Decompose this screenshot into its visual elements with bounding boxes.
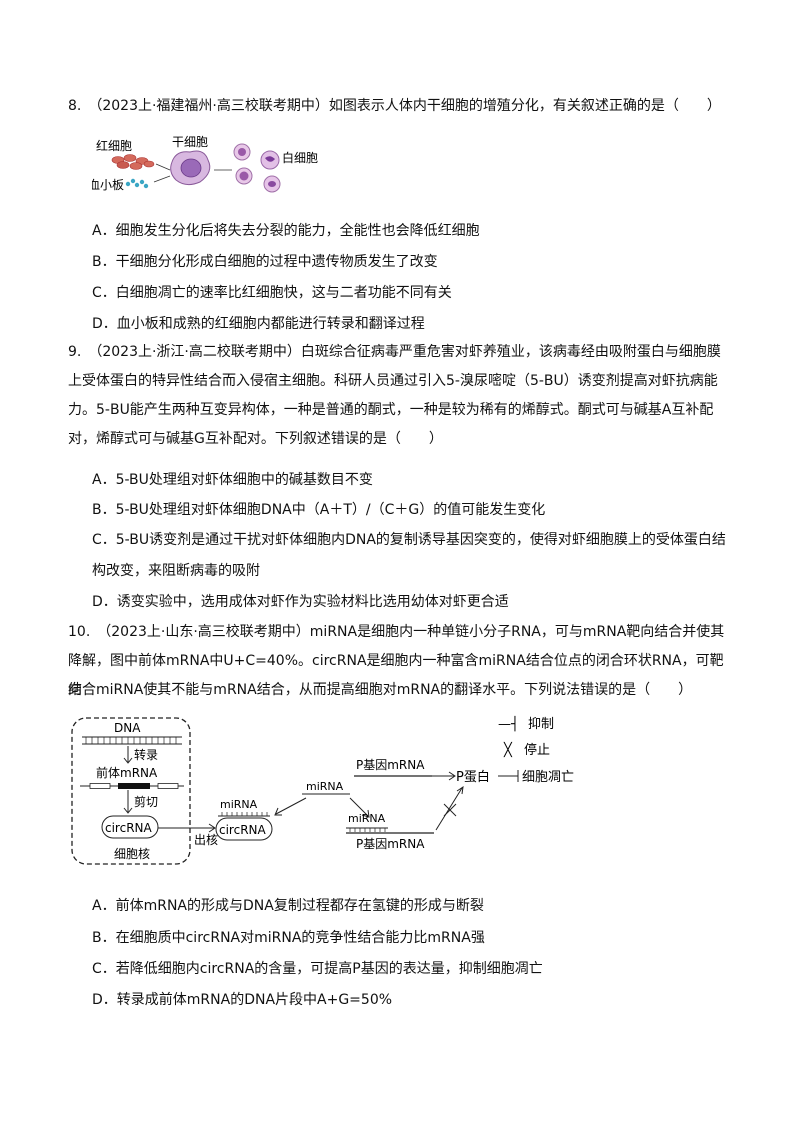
dna-label: DNA [114,721,141,735]
q8-option-a: A．细胞发生分化后将失去分裂的能力，全能性也会降低红细胞 [92,223,480,239]
q9-stem-line-3: 力。5-BU能产生两种互变异构体，一种是普通的酮式，一种是较为稀有的烯醇式。酮式… [68,402,714,418]
apoptosis-label: 细胞凋亡 [522,770,574,785]
nucleus-boundary [71,717,191,865]
q9-stem-line-2: 上受体蛋白的特异性结合而入侵宿主细胞。科研人员通过引入5-溴尿嘧啶（5-BU）诱… [68,373,718,389]
circrna-cytoplasm-shape [215,817,273,841]
legend-stop-label: 停止 [524,742,550,758]
legend-stop-symbol: ╳ [503,741,513,758]
arrow-mirna-to-circrna-icon [274,797,307,816]
nucleus-label: 细胞核 [114,847,150,861]
arrow-mirna-to-mrna-icon [349,797,370,818]
legend-inhibit-label: 抑制 [528,717,554,732]
p-mrna-free-label: P基因mRNA [356,758,425,772]
q9-option-d: D．诱变实验中，选用成体对虾作为实验材料比选用幼体对虾更合适 [92,594,509,610]
transcription-arrow-icon [123,746,133,764]
q8-option-d: D．血小板和成熟的红细胞内都能进行转录和翻译过程 [92,316,425,332]
mirna-free-label: miRNA [306,780,344,793]
circrna-nuclear-label: circRNA [105,821,153,835]
export-label: 出核 [194,833,218,847]
splice-label: 剪切 [134,794,158,809]
white-cell-cluster-icon [233,143,281,193]
q8-stem-cell-figure: 红细胞 血小板 干细胞 白细胞 [92,135,318,193]
white-cell-label: 白细胞 [282,150,318,165]
dna-double-strand-icon [82,736,182,745]
transcription-label: 转录 [134,747,158,762]
arrow-to-p-protein-icon [432,771,456,781]
stem-cell-icon [170,150,211,186]
circrna-nuclear-shape [101,815,159,839]
q10-option-a: A．前体mRNA的形成与DNA复制过程都存在氢键的形成与断裂 [92,898,484,914]
inhibit-apoptosis-icon [498,770,519,782]
q9-option-c-line-2: 构改变，来阻断病毒的吸附 [92,563,260,579]
pre-mrna-label: 前体mRNA [96,765,158,780]
q10-option-d: D．转录成前体mRNA的DNA片段中A+G=50% [92,992,393,1008]
q10-option-c: C．若降低细胞内circRNA的含量，可提高P基因的表达量，抑制细胞凋亡 [92,961,543,977]
arrow-to-platelet-icon [153,175,171,183]
circrna-cytoplasm-label: circRNA [219,823,267,837]
q9-option-b: B．5-BU处理组对虾体细胞DNA中（A＋T）/（C＋G）的值可能发生变化 [92,502,546,518]
pre-mrna-strand-icon [80,783,184,789]
platelet-label: 血小板 [92,178,124,192]
arrow-to-red-icon [155,163,171,171]
q8-option-b: B．干细胞分化形成白细胞的过程中遗传物质发生了改变 [92,254,438,270]
stop-cross-icon [443,803,457,817]
p-mrna-blocked-label: P基因mRNA [356,837,425,851]
mirna-bound-strand-icon [218,812,270,817]
q10-stem-line-3: 结合miRNA使其不能与mRNA结合，从而提高细胞对mRNA的翻译水平。下列说法… [68,682,693,698]
platelet-cluster-icon [125,178,149,189]
q10-mirna-diagram: DNA 转录 前体mRNA 剪切 circRNA 细胞核 出核 miRNA ci… [71,715,574,865]
q9-stem-line-1: 9. （2023上·浙江·高二校联考期中）白斑综合征病毒严重危害对虾养殖业，该病… [68,344,721,360]
legend-inhibit-symbol: —┤ [498,715,519,732]
q8-stem: 8. （2023上·福建福州·高三校联考期中）如图表示人体内干细胞的增殖分化，有… [68,98,721,114]
q9-stem-line-4: 对，烯醇式可与碱基G互补配对。下列叙述错误的是（ ） [68,431,443,447]
q10-option-b: B．在细胞质中circRNA对miRNA的竞争性结合能力比mRNA强 [92,930,485,946]
q9-option-a: A．5-BU处理组对虾体细胞中的碱基数目不变 [92,472,373,488]
p-protein-label: P蛋白 [456,769,490,785]
blocked-translation-arrow-icon [435,785,464,831]
red-cell-label: 红细胞 [96,138,132,153]
mirna-bound-label: miRNA [220,798,258,811]
q8-option-c: C．白细胞凋亡的速率比红细胞快，这与二者功能不同有关 [92,285,452,301]
mirna-blocked-label: miRNA [348,812,386,825]
q9-option-c-line-1: C．5-BU诱变剂是通过干扰对虾体细胞内DNA的复制诱导基因突变的，使得对虾细胞… [92,532,726,548]
red-cell-cluster-icon [111,154,155,170]
q10-stem-line-2: 降解，图中前体mRNA中U+C=40%。circRNA是细胞内一种富含miRNA… [68,653,724,698]
export-arrow-icon [158,823,216,833]
mirna-blocked-strand-icon [346,827,388,832]
q10-stem-line-1: 10. （2023上·山东·高三校联考期中）miRNA是细胞内一种单链小分子RN… [68,624,725,640]
splice-arrow-icon [123,790,133,814]
stem-cell-label: 干细胞 [172,135,208,149]
